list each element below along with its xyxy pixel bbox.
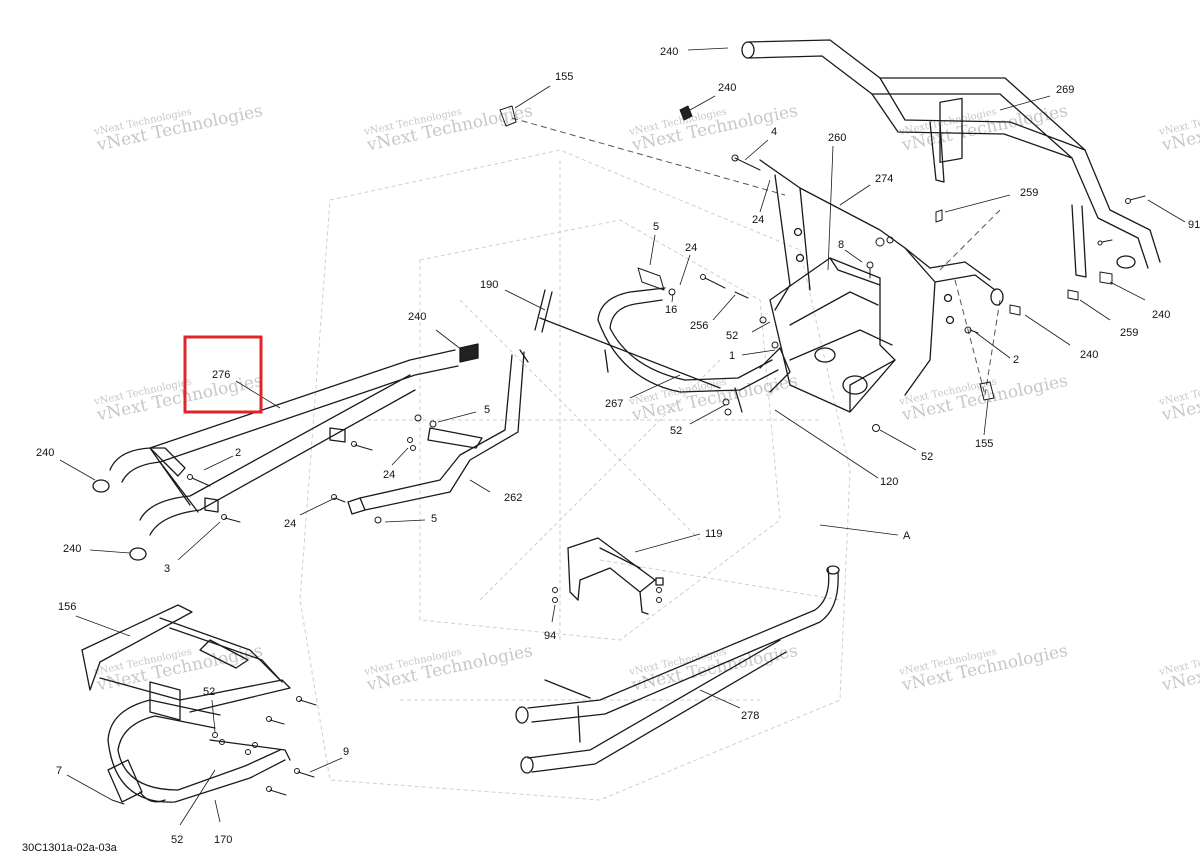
watermarks: vNext Technologies vNext Technologies vN…	[92, 101, 1200, 696]
callout-276[interactable]: 276	[212, 369, 230, 381]
callout-1[interactable]: 1	[729, 350, 735, 362]
part-262-side-bracket	[347, 349, 529, 515]
callout-155[interactable]: 155	[555, 71, 573, 83]
part-267-loop-bracket	[597, 287, 791, 413]
callout-260[interactable]: 260	[828, 132, 846, 144]
callout-278[interactable]: 278	[741, 710, 759, 722]
part-278-lower-bar	[515, 565, 840, 774]
drawing-reference-code: 30C1301a-02a-03a	[22, 842, 118, 854]
callout-267[interactable]: 267	[605, 398, 623, 410]
callout-labels: 240 155 240 269 4 260 274 259 91 24 5 24…	[36, 46, 1200, 846]
callout-24[interactable]: 24	[383, 469, 395, 481]
part-120-center-frame	[769, 257, 896, 413]
callout-256[interactable]: 256	[690, 320, 708, 332]
callout-2[interactable]: 2	[235, 447, 241, 459]
callout-2[interactable]: 2	[1013, 354, 1019, 366]
callout-A[interactable]: A	[903, 530, 911, 542]
callout-9[interactable]: 9	[343, 746, 349, 758]
part-274-rear-bracket-assembly	[759, 97, 1004, 396]
callout-52[interactable]: 52	[921, 451, 933, 463]
callout-262[interactable]: 262	[504, 492, 522, 504]
callout-24[interactable]: 24	[685, 242, 697, 254]
callout-170[interactable]: 170	[214, 834, 232, 846]
callout-190[interactable]: 190	[480, 279, 498, 291]
callout-5[interactable]: 5	[484, 404, 490, 416]
part-170-hitch-loop	[107, 699, 291, 803]
callout-240[interactable]: 240	[718, 82, 736, 94]
callout-52[interactable]: 52	[726, 330, 738, 342]
callout-91[interactable]: 91	[1188, 219, 1200, 231]
assembly-guide-lines	[511, 117, 1001, 396]
callout-240[interactable]: 240	[63, 543, 81, 555]
callout-52[interactable]: 52	[171, 834, 183, 846]
callout-7[interactable]: 7	[56, 765, 62, 777]
callout-24[interactable]: 24	[752, 214, 764, 226]
callout-259[interactable]: 259	[1020, 187, 1038, 199]
callout-240[interactable]: 240	[408, 311, 426, 323]
part-276-rear-frame-tube	[92, 343, 479, 561]
callout-259[interactable]: 259	[1120, 327, 1138, 339]
callout-3[interactable]: 3	[164, 563, 170, 575]
callout-24[interactable]: 24	[284, 518, 296, 530]
part-156-hitch-bracket	[81, 604, 291, 721]
callout-120[interactable]: 120	[880, 476, 898, 488]
callout-4[interactable]: 4	[771, 126, 777, 138]
callout-5[interactable]: 5	[431, 513, 437, 525]
callout-240[interactable]: 240	[36, 447, 54, 459]
callout-52[interactable]: 52	[203, 686, 215, 698]
callout-155[interactable]: 155	[975, 438, 993, 450]
callout-94[interactable]: 94	[544, 630, 556, 642]
part-119-bracket	[567, 537, 664, 615]
callout-8[interactable]: 8	[838, 239, 844, 251]
callout-269[interactable]: 269	[1056, 84, 1074, 96]
callout-52[interactable]: 52	[670, 425, 682, 437]
leader-lines	[59, 47, 1186, 826]
callout-119[interactable]: 119	[705, 528, 723, 540]
ghost-frame-outline	[299, 149, 851, 801]
callout-240[interactable]: 240	[1080, 349, 1098, 361]
callout-156[interactable]: 156	[58, 601, 76, 613]
callout-5[interactable]: 5	[653, 221, 659, 233]
part-190-bracket-bar	[534, 289, 721, 389]
highlight-box-276	[183, 335, 263, 414]
callout-16[interactable]: 16	[665, 304, 677, 316]
callout-240[interactable]: 240	[660, 46, 678, 58]
callout-274[interactable]: 274	[875, 173, 893, 185]
callout-240[interactable]: 240	[1152, 309, 1170, 321]
part-269-rear-upper-bar	[741, 39, 1161, 278]
fasteners	[111, 105, 1146, 805]
